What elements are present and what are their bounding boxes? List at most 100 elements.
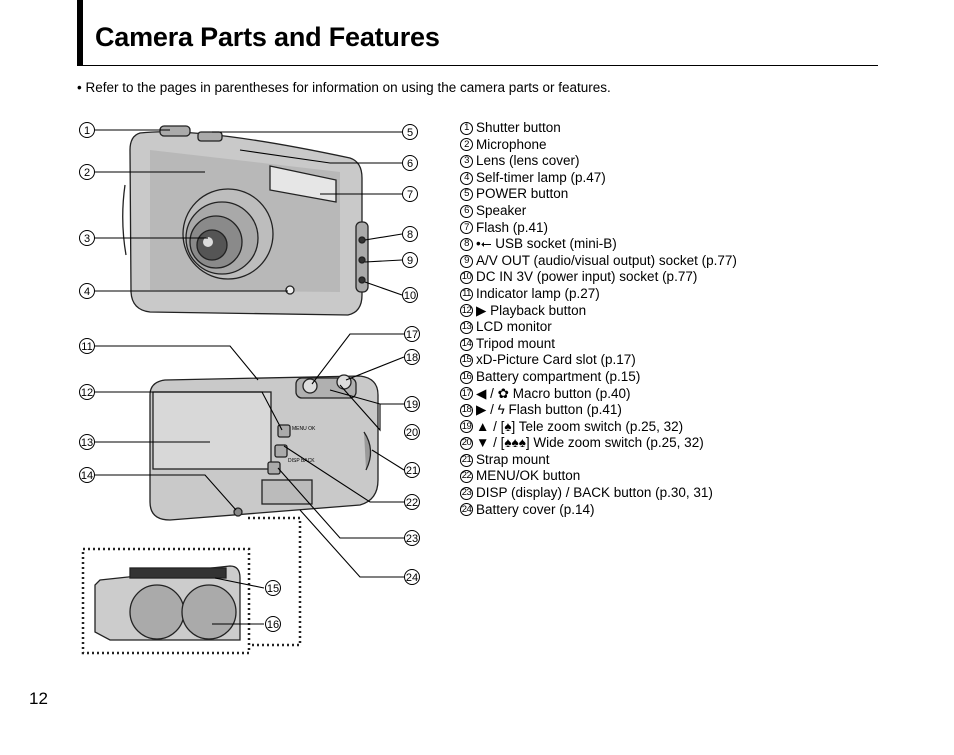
circled-number: 6 <box>460 204 473 218</box>
svg-text:23: 23 <box>406 533 418 545</box>
circled-number: 2 <box>460 138 473 152</box>
page-title: Camera Parts and Features <box>95 22 440 52</box>
callout-15: 15 <box>265 580 281 596</box>
legend-label: Microphone <box>476 136 547 152</box>
callout-16: 16 <box>265 616 281 632</box>
disp-back-label: DISP BACK <box>288 458 315 464</box>
svg-text:10: 10 <box>404 290 416 302</box>
legend-label: Lens (lens cover) <box>476 153 580 169</box>
svg-text:3: 3 <box>84 233 90 245</box>
callout-21: 21 <box>404 462 420 478</box>
callout-17: 17 <box>404 326 420 342</box>
legend-label: Indicator lamp (p.27) <box>476 285 600 301</box>
circled-number: 22 <box>460 470 473 484</box>
legend-label: ▲ / [♠] Tele zoom switch (p.25, 32) <box>476 418 684 434</box>
circled-number: 13 <box>460 320 473 334</box>
svg-text:22: 22 <box>406 497 418 509</box>
intro-note: • Refer to the pages in parentheses for … <box>77 80 611 95</box>
svg-text:17: 17 <box>406 329 418 341</box>
legend-label: POWER button <box>476 186 569 202</box>
circled-number: 18 <box>460 403 473 417</box>
circled-number: 21 <box>460 453 473 467</box>
circled-number: 7 <box>460 221 473 235</box>
legend-label: •⭠ USB socket (mini-B) <box>476 236 617 252</box>
circled-number: 5 <box>460 188 473 202</box>
callout-2: 2 <box>79 164 95 180</box>
callout-12: 12 <box>79 384 95 400</box>
circled-number: 9 <box>460 254 473 268</box>
legend-label: DISP (display) / BACK button (p.30, 31) <box>476 485 713 501</box>
callout-9: 9 <box>402 252 418 268</box>
circled-number: 17 <box>460 387 473 401</box>
callout-8: 8 <box>402 226 418 242</box>
legend-item: 12▶ Playback button <box>460 303 737 320</box>
svg-text:9: 9 <box>407 255 413 267</box>
callout-19: 19 <box>404 396 420 412</box>
svg-text:11: 11 <box>81 341 92 353</box>
legend-label: A/V OUT (audio/visual output) socket (p.… <box>476 252 737 268</box>
callout-5: 5 <box>402 124 418 140</box>
circled-number: 24 <box>460 503 473 517</box>
svg-text:12: 12 <box>81 387 93 399</box>
svg-text:8: 8 <box>407 229 413 241</box>
callout-18: 18 <box>404 349 420 365</box>
callout-1: 1 <box>79 122 95 138</box>
circled-number: 16 <box>460 370 473 384</box>
callout-11: 11 <box>79 338 95 354</box>
svg-text:21: 21 <box>406 465 418 477</box>
legend-item: 17◀ / ✿ Macro button (p.40) <box>460 386 737 403</box>
circled-number: 19 <box>460 420 473 434</box>
circled-number: 20 <box>460 437 473 451</box>
svg-text:14: 14 <box>81 470 93 482</box>
legend-label: Speaker <box>476 202 527 218</box>
menu-ok-label: MENU OK <box>292 426 316 432</box>
circled-number: 1 <box>460 121 473 135</box>
callout-14: 14 <box>79 467 95 483</box>
legend-item: 20▼ / [♠♠♠] Wide zoom switch (p.25, 32) <box>460 435 737 452</box>
legend-label: ▶ / ϟ Flash button (p.41) <box>476 402 622 418</box>
legend-label: xD-Picture Card slot (p.17) <box>476 352 636 368</box>
callout-4: 4 <box>79 283 95 299</box>
legend-label: Strap mount <box>476 451 550 467</box>
circled-number: 15 <box>460 354 473 368</box>
circled-number: 4 <box>460 171 473 185</box>
legend-label: Battery cover (p.14) <box>476 501 595 517</box>
svg-text:13: 13 <box>81 437 93 449</box>
callout-numbers: 1 2 3 4 5 6 7 8 9 10 11 12 13 14 15 16 1… <box>79 122 420 632</box>
legend-label: Flash (p.41) <box>476 219 549 235</box>
legend-label: DC IN 3V (power input) socket (p.77) <box>476 269 698 285</box>
circled-number: 23 <box>460 486 473 500</box>
legend-item: 19▲ / [♠] Tele zoom switch (p.25, 32) <box>460 419 737 436</box>
callout-24: 24 <box>404 569 420 585</box>
svg-text:7: 7 <box>407 189 413 201</box>
legend-label: ▶ Playback button <box>476 302 587 318</box>
circled-number: 10 <box>460 271 473 285</box>
legend-label: ◀ / ✿ Macro button (p.40) <box>476 385 631 401</box>
svg-text:6: 6 <box>407 158 413 170</box>
callout-6: 6 <box>402 155 418 171</box>
callout-10: 10 <box>402 287 418 303</box>
legend-label: ▼ / [♠♠♠] Wide zoom switch (p.25, 32) <box>476 435 704 451</box>
leader-lines <box>95 129 405 625</box>
circled-number: 11 <box>460 287 473 301</box>
callout-13: 13 <box>79 434 95 450</box>
battery-compartment-illustration <box>81 516 302 655</box>
